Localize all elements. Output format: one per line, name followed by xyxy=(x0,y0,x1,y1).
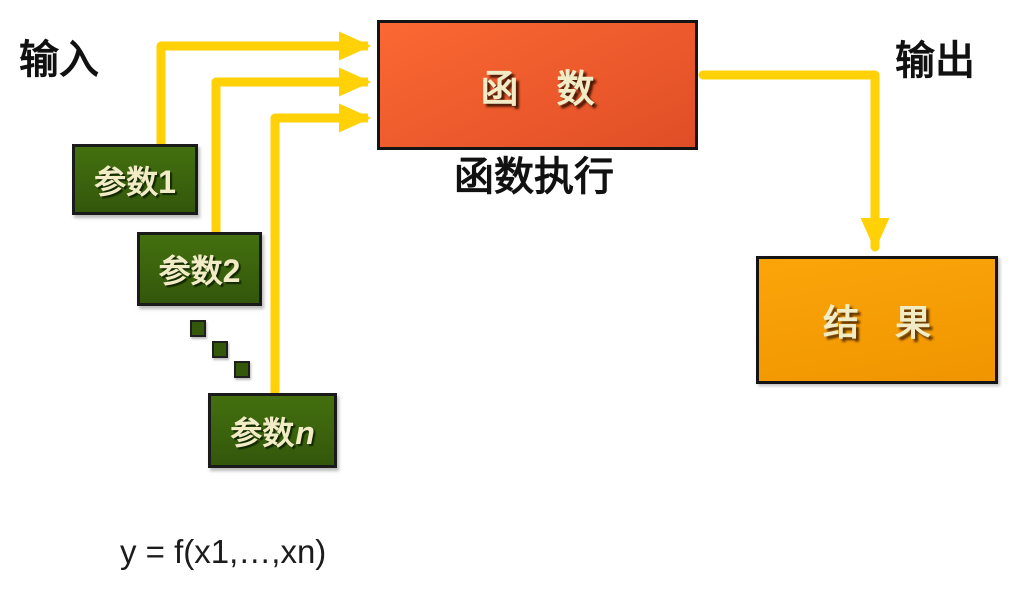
result-box: 结 果 xyxy=(756,256,998,384)
param-n-label: 参数n xyxy=(230,414,315,451)
formula-text: y = f(x1,…,xn) xyxy=(120,533,327,570)
input-label: 输入 xyxy=(19,37,99,82)
function-box: 函 数 xyxy=(377,20,698,150)
function-caption: 函数执行 xyxy=(454,154,614,199)
param1-box: 参数1 xyxy=(72,144,198,215)
param2-box: 参数2 xyxy=(137,232,262,306)
function-box-label: 函 数 xyxy=(480,68,595,111)
input-arrow-2 xyxy=(211,67,372,234)
ellipsis-square xyxy=(234,361,250,378)
param-n-box: 参数n xyxy=(208,393,337,468)
ellipsis-square xyxy=(212,341,228,358)
input-arrow-3 xyxy=(270,103,372,395)
output-arrow xyxy=(698,70,890,252)
input-arrow-1 xyxy=(156,31,372,146)
output-label: 输出 xyxy=(895,38,975,83)
param2-label: 参数2 xyxy=(158,253,241,289)
param1-label: 参数1 xyxy=(94,163,176,200)
result-box-label: 结 果 xyxy=(822,302,931,343)
ellipsis-square xyxy=(190,320,206,337)
